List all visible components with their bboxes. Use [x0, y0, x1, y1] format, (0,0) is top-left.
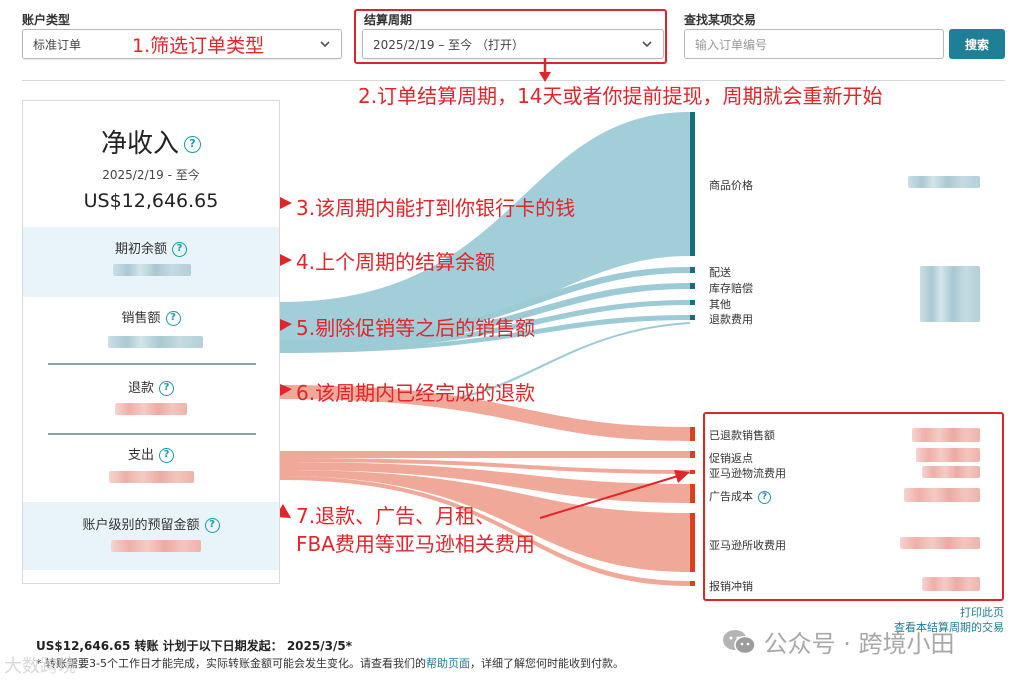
account-type-value: 标准订单 — [33, 37, 82, 52]
expense-label-ad-cost: 广告成本? — [709, 488, 771, 504]
period-date-range: 2025/2/19 - 至今 — [102, 168, 200, 182]
sales-label: 销售额? — [23, 307, 279, 326]
wechat-icon — [723, 630, 756, 655]
net-proceeds-title: 净收入? — [23, 123, 279, 160]
sales-value-blurred — [108, 336, 203, 348]
beginning-balance-section — [23, 227, 279, 297]
beginning-balance-value-blurred — [113, 264, 191, 276]
expense-value-blurred — [922, 466, 980, 478]
expense-value-blurred — [900, 537, 980, 549]
chevron-down-icon — [642, 41, 652, 48]
annotation-4: 4.上个周期的结算余额 — [296, 250, 496, 274]
expense-label-fba-fees: 亚马逊物流费用 — [709, 467, 786, 480]
net-proceeds-amount: US$12,646.65 — [83, 190, 219, 212]
divider — [48, 363, 256, 365]
watermark-small: 大数跨境 — [4, 656, 76, 677]
annotation-6: 6.该周期内已经完成的退款 — [296, 381, 536, 405]
income-values-blurred — [920, 266, 980, 322]
settlement-period-label: 结算周期 — [364, 13, 413, 27]
help-icon[interactable]: ? — [758, 490, 771, 504]
expense-value-blurred — [912, 428, 980, 442]
annotation-highlight-expenses — [703, 412, 1004, 601]
income-label-refund-fees: 退款费用 — [709, 313, 753, 326]
annotation-5: 5.剔除促销等之后的销售额 — [296, 316, 536, 340]
settlement-period-select[interactable]: 2025/2/19 – 至今 （打开） — [362, 29, 664, 59]
annotation-1: 1.筛选订单类型 — [132, 35, 265, 57]
help-icon[interactable]: ? — [184, 136, 201, 153]
annotation-3: 3.该周期内能打到你银行卡的钱 — [296, 196, 576, 220]
refunds-label: 退款? — [23, 377, 279, 396]
help-icon[interactable]: ? — [165, 311, 181, 326]
transfer-note: * 转账需要3-5个工作日才能完成，实际转账金额可能会发生变化。请查看我们的帮助… — [36, 657, 624, 670]
expenses-value-blurred — [109, 471, 194, 483]
annotation-7-line2: FBA费用等亚马逊相关费用 — [296, 532, 535, 556]
expenses-label: 支出? — [23, 444, 279, 463]
expense-value-blurred — [916, 448, 980, 462]
annotation-highlight-settlement — [354, 9, 667, 64]
income-value-blurred — [908, 176, 980, 188]
help-page-link[interactable]: 帮助页面 — [425, 657, 470, 670]
find-transaction-label: 查找某项交易 — [684, 13, 757, 27]
help-icon[interactable]: ? — [159, 448, 174, 463]
view-transactions-link[interactable]: 查看本结算周期的交易 — [894, 621, 1004, 634]
income-label-inventory-reimbursement: 库存赔偿 — [709, 282, 753, 295]
search-button[interactable]: 搜索 — [949, 29, 1005, 59]
order-number-input[interactable]: 输入订单编号 — [684, 29, 944, 59]
income-label-other: 其他 — [709, 298, 731, 311]
income-label-shipping: 配送 — [709, 266, 731, 279]
income-label-product-price: 商品价格 — [709, 179, 753, 192]
annotation-7-line1: 7.退款、广告、月租、 — [296, 504, 496, 528]
help-icon[interactable]: ? — [159, 381, 174, 396]
expense-label-reimbursement-reversal: 报销冲销 — [709, 580, 753, 593]
account-reserve-value-blurred — [111, 540, 201, 552]
expense-value-blurred — [922, 577, 980, 591]
expense-label-amazon-fees: 亚马逊所收费用 — [709, 539, 786, 552]
help-icon[interactable]: ? — [204, 518, 220, 533]
beginning-balance-label: 期初余额? — [23, 238, 279, 257]
expense-value-blurred — [904, 488, 980, 502]
expense-label-refunded-sales: 已退款销售额 — [709, 429, 775, 442]
watermark: 公众号 · 跨境小田 — [722, 624, 955, 659]
print-page-link[interactable]: 打印此页 — [960, 606, 1004, 619]
settlement-period-value: 2025/2/19 – 至今 （打开） — [373, 37, 524, 52]
transfer-schedule: US$12,646.65 转账 计划于以下日期发起： 2025/3/5* — [36, 639, 352, 653]
help-icon[interactable]: ? — [172, 242, 187, 257]
divider — [48, 433, 256, 435]
net-proceeds-card: 净收入? 2025/2/19 - 至今 US$12,646.65 期初余额? 销… — [22, 100, 280, 584]
account-reserve-section — [23, 502, 279, 570]
annotation-2: 2.订单结算周期，14天或者你提前提现，周期就会重新开始 — [358, 84, 883, 108]
divider — [22, 80, 1005, 81]
refunds-value-blurred — [115, 403, 187, 415]
chevron-down-icon — [320, 41, 330, 48]
expense-label-promo-rebates: 促销返点 — [709, 452, 753, 465]
account-reserve-label: 账户级别的预留金额? — [23, 514, 279, 533]
account-type-label: 账户类型 — [22, 13, 71, 27]
account-type-select[interactable]: 标准订单 — [22, 29, 342, 59]
